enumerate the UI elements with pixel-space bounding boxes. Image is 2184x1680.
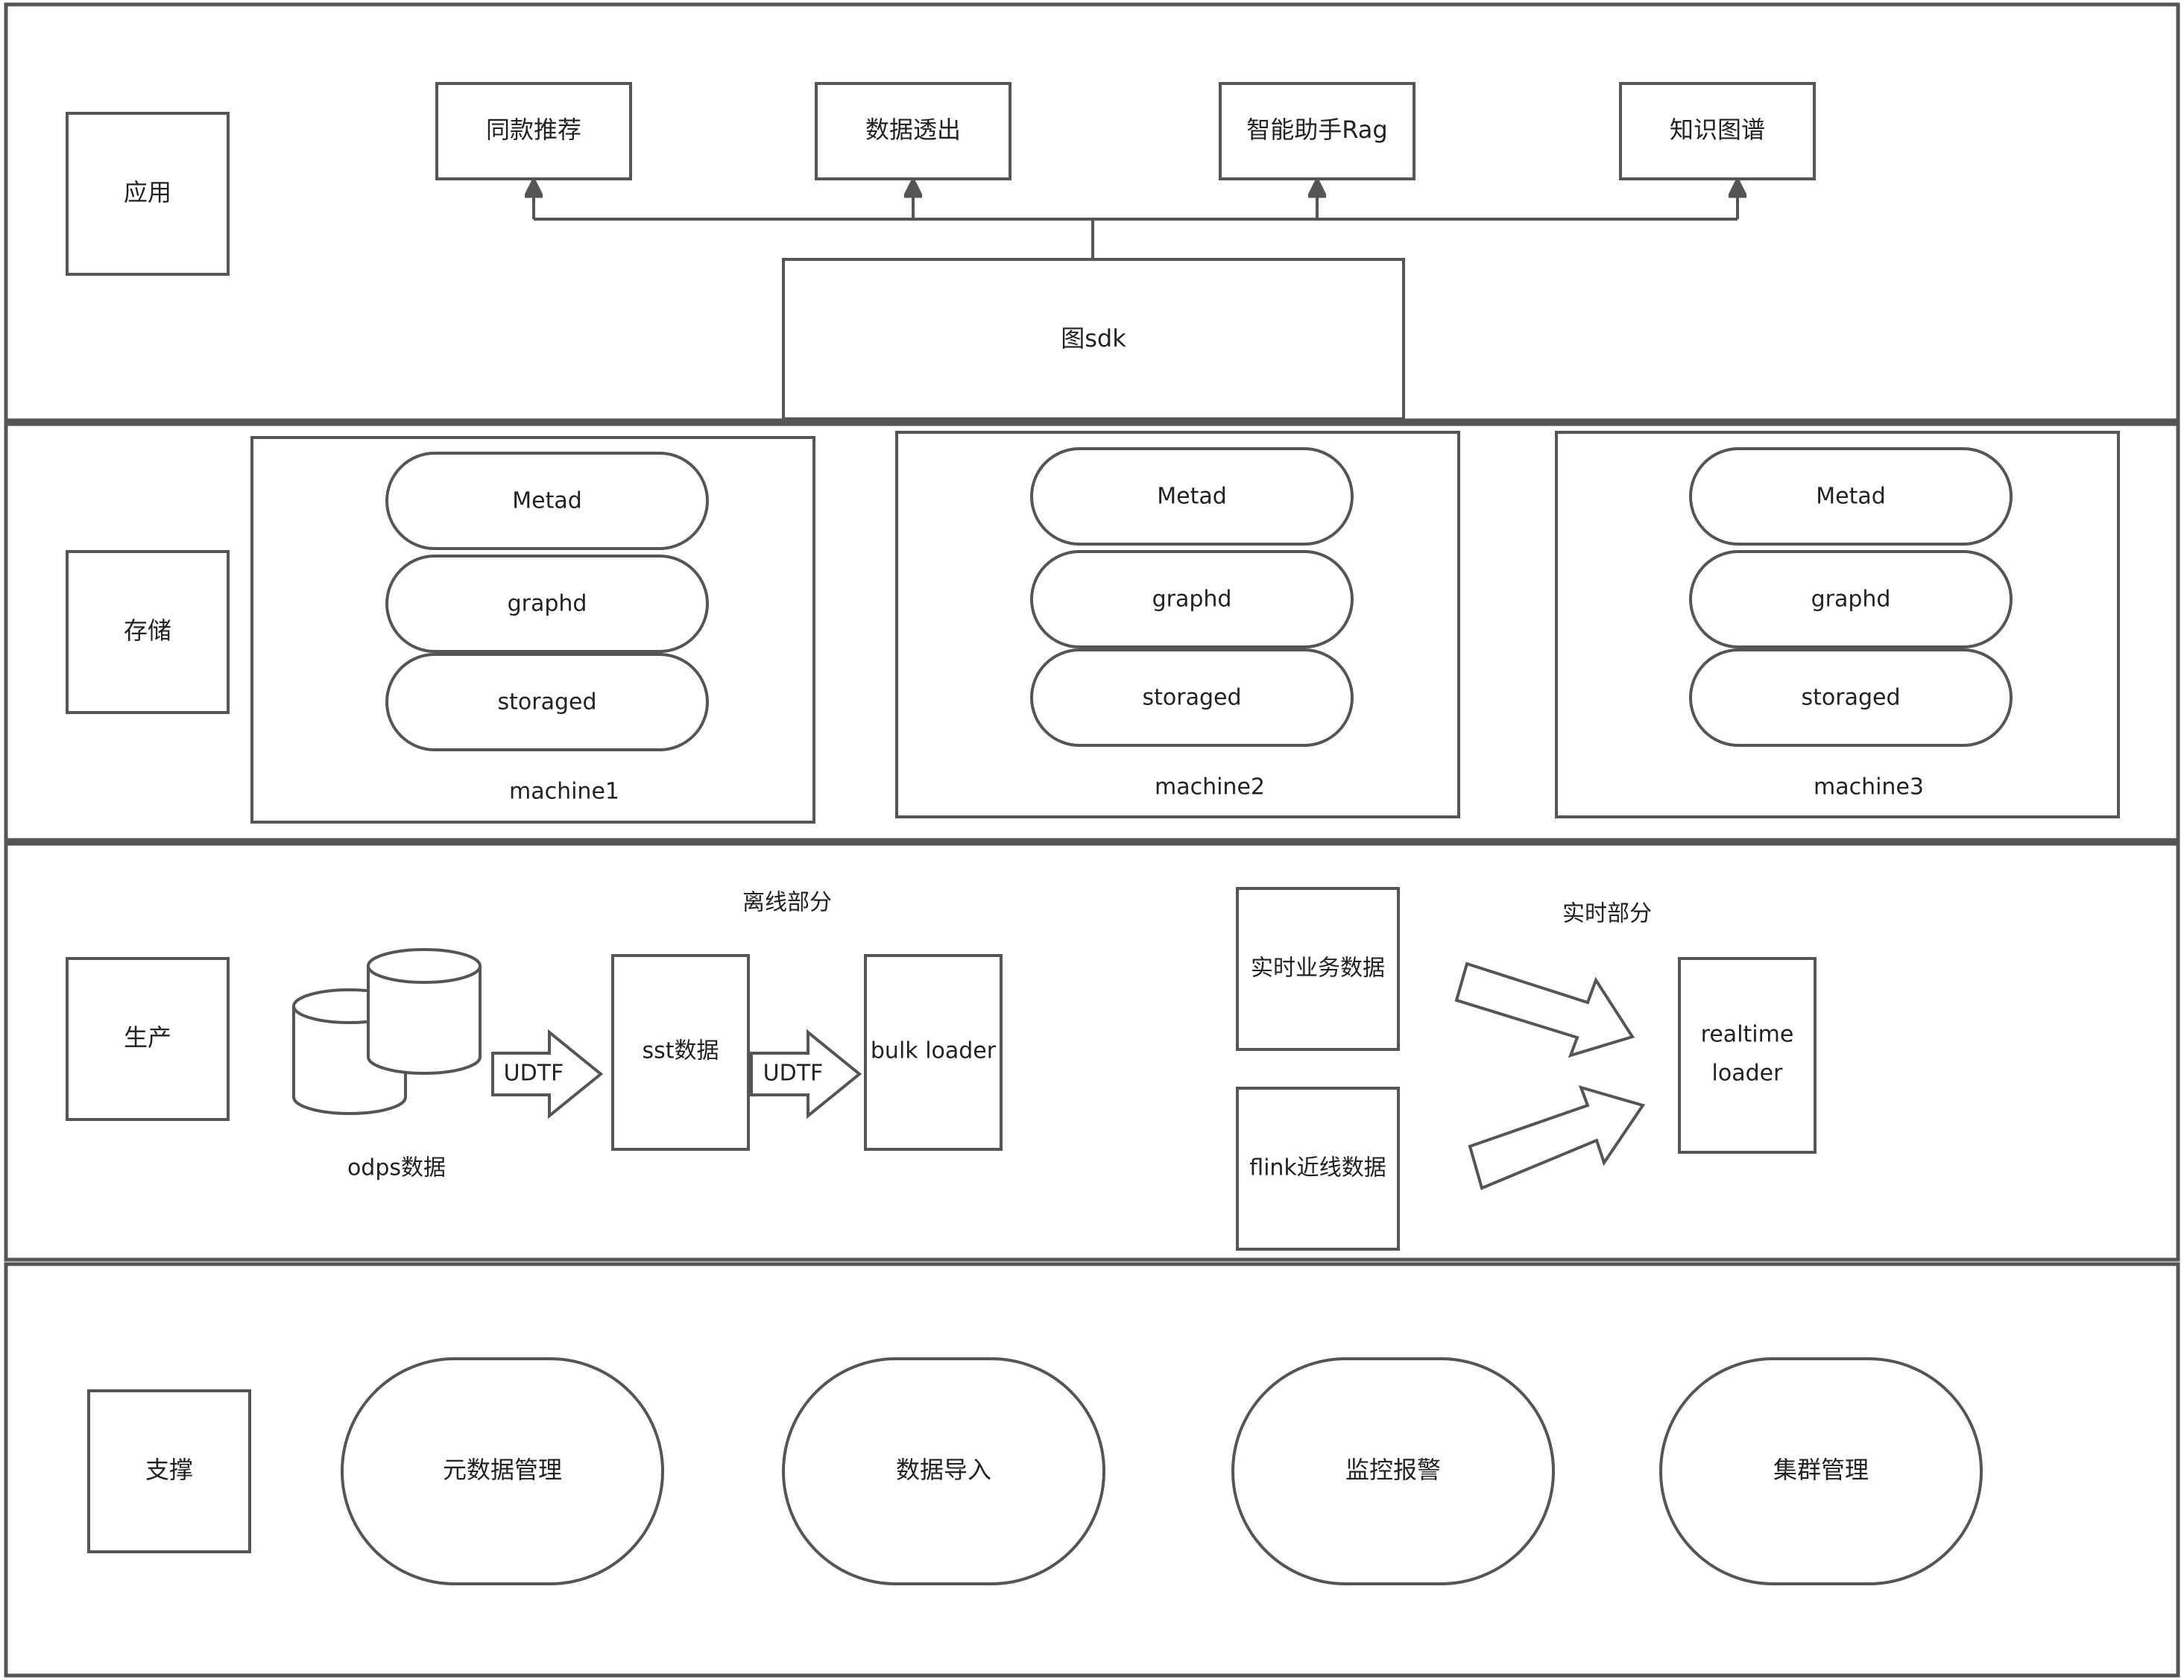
layer-label-production: 生产 — [124, 1023, 171, 1052]
layer-label-box-support — [87, 1389, 251, 1553]
udtf-arrow — [750, 1029, 862, 1120]
graph-sdk-label: 图sdk — [1061, 324, 1126, 353]
service-label: storaged — [497, 689, 596, 716]
layer-label-box-app — [66, 112, 230, 276]
database-icon — [292, 948, 482, 1115]
service-label: Metad — [1816, 484, 1886, 510]
app-item-box — [815, 82, 1011, 180]
realtime-loader-box — [1678, 957, 1817, 1154]
app-item-label: 数据透出 — [865, 116, 961, 144]
layer-label-box-production — [66, 957, 230, 1121]
app-item-label: 智能助手Rag — [1246, 116, 1387, 144]
service-pill — [1689, 648, 2013, 747]
app-item-box — [1619, 82, 1816, 180]
support-pill — [782, 1357, 1105, 1585]
machine-name: machine3 — [1814, 774, 1924, 800]
flink-box — [1236, 1087, 1400, 1251]
service-pill — [385, 653, 709, 751]
service-pill — [385, 452, 709, 550]
layer-label-app: 应用 — [124, 178, 171, 206]
support-label: 数据导入 — [896, 1456, 991, 1484]
layer-label-box-storage — [66, 550, 230, 714]
realtime-arrow — [1468, 1084, 1646, 1190]
support-pill — [341, 1357, 664, 1585]
app-item-box — [435, 82, 632, 180]
sst-box — [611, 954, 750, 1151]
service-label: Metad — [1157, 484, 1227, 510]
service-pill — [1030, 550, 1354, 648]
machine-name: machine2 — [1155, 774, 1265, 800]
realtime-loader-label: realtime — [1701, 1022, 1794, 1048]
layer-label-support: 支撑 — [145, 1456, 193, 1484]
support-pill — [1659, 1357, 1983, 1585]
realtime-loader-label: loader — [1712, 1061, 1784, 1087]
support-label: 元数据管理 — [443, 1456, 562, 1484]
service-pill — [385, 555, 709, 653]
service-pill — [1689, 447, 2013, 546]
service-label: storaged — [1142, 685, 1241, 711]
layer-label-storage: 存储 — [124, 616, 171, 645]
app-item-box — [1219, 82, 1416, 180]
support-label: 集群管理 — [1773, 1456, 1869, 1484]
service-pill — [1030, 447, 1354, 546]
app-item-label: 知识图谱 — [1670, 116, 1765, 144]
machine-name: machine1 — [509, 779, 619, 805]
realtime-arrow — [1454, 961, 1635, 1058]
service-pill — [1689, 550, 2013, 648]
udtf-label: UDTF — [504, 1061, 564, 1087]
bulk-loader-box — [864, 954, 1003, 1151]
realtime-biz-box — [1236, 887, 1400, 1051]
udtf-arrow — [491, 1029, 604, 1120]
realtime-biz-label: 实时业务数据 — [1251, 956, 1385, 982]
odps-label: odps数据 — [347, 1155, 446, 1181]
graph-sdk-box — [782, 258, 1405, 420]
service-pill — [1030, 648, 1354, 747]
offline-section-title: 离线部分 — [742, 890, 832, 916]
service-label: Metad — [512, 488, 582, 514]
service-label: graphd — [1811, 587, 1891, 613]
service-label: graphd — [508, 591, 587, 617]
app-item-label: 同款推荐 — [486, 116, 581, 144]
bulk-loader-label: bulk loader — [871, 1038, 997, 1064]
sst-label: sst数据 — [642, 1038, 719, 1064]
udtf-label: UDTF — [763, 1061, 824, 1087]
support-label: 监控报警 — [1345, 1456, 1441, 1484]
support-pill — [1231, 1357, 1555, 1585]
realtime-section-title: 实时部分 — [1562, 901, 1652, 927]
flink-label: flink近线数据 — [1249, 1155, 1386, 1181]
service-label: storaged — [1801, 685, 1900, 711]
service-label: graphd — [1152, 587, 1232, 613]
